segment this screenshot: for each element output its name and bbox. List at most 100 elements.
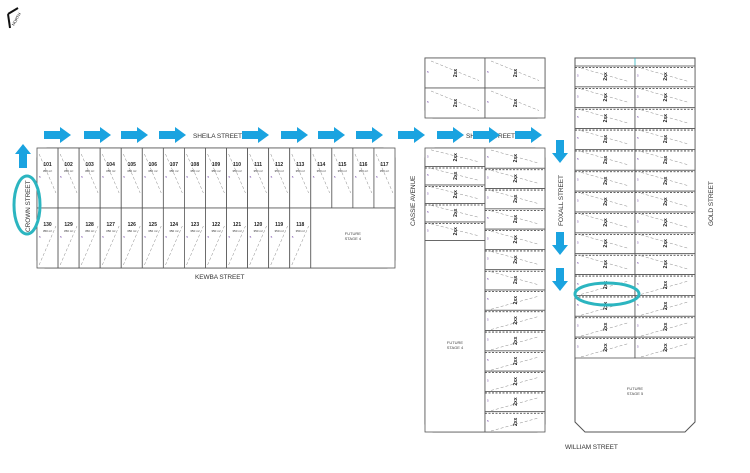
lot-dimension: 5 [144, 235, 146, 239]
lot-dimension: 5 [39, 235, 41, 239]
lot: 2xx 5 [574, 128, 636, 150]
lot-dimension: 5 [39, 175, 41, 179]
street-label-foxall: FOXALL STREET [558, 175, 565, 226]
contour-line [640, 322, 690, 337]
contour-line [580, 192, 630, 208]
future-stage-label: STAGE 4 [447, 345, 464, 350]
lot-number: 2xx [513, 69, 519, 78]
lot-dimension: 5 [186, 175, 188, 179]
lot-number: 2xx [453, 153, 459, 162]
contour-line [580, 213, 630, 228]
lot-area: 350 m² [338, 169, 347, 173]
lot-dimension: 5 [577, 199, 579, 203]
lot-number: 109 [212, 162, 221, 168]
lot-number: 2xx [603, 197, 609, 206]
lot-number: 2xx [513, 194, 519, 203]
contour-line [144, 225, 162, 266]
lot-number: 111 [254, 162, 262, 168]
contour-line [430, 60, 480, 81]
lot-dimension: 5 [271, 235, 273, 239]
lot-number: 2xx [603, 135, 609, 144]
lot-number: 101 [43, 162, 52, 168]
lot-dimension: 5 [271, 175, 273, 179]
street-label-kewba: KEWBA STREET [195, 274, 244, 281]
lot-number: 117 [380, 162, 388, 168]
lot-dimension: 5 [487, 216, 489, 220]
lot-dimension: 5 [637, 345, 639, 349]
lot-area: 350 m² [190, 229, 199, 233]
arrow-right-icon [84, 127, 111, 143]
lot-number: 2xx [663, 218, 669, 227]
contour-line [430, 149, 480, 163]
lot-dimension: 5 [487, 70, 489, 74]
lot-number: 2xx [603, 218, 609, 227]
lot-area: 350 m² [85, 229, 94, 233]
lot-dimension: 5 [577, 240, 579, 244]
contour-line [80, 225, 99, 266]
arrow-right-icon [318, 127, 345, 143]
lot-area: 350 m² [253, 169, 262, 173]
contour-line [186, 153, 204, 194]
lot-dimension: 5 [577, 115, 579, 119]
contour-line [580, 130, 630, 145]
lot-number: 119 [275, 222, 283, 228]
lot-dimension: 5 [637, 94, 639, 98]
street-label-crown: CROWN STREET [25, 180, 32, 232]
lot-dimension: 5 [60, 235, 62, 239]
contour-line [165, 225, 183, 266]
arrow-right-icon [473, 127, 500, 143]
lot-area: 350 m² [232, 229, 241, 233]
lot-dimension: 5 [102, 175, 104, 179]
lot-dimension: 5 [123, 175, 125, 179]
lot-dimension: 5 [487, 257, 489, 261]
contour-line [59, 225, 78, 266]
contour-line [490, 230, 540, 245]
lot-area: 350 m² [253, 229, 262, 233]
lot-dimension: 5 [292, 175, 294, 179]
lot-number: 102 [64, 162, 73, 168]
lot-dimension: 5 [487, 277, 489, 281]
lot-highlight [573, 281, 641, 307]
lot-number: 112 [275, 162, 283, 168]
contour-line [207, 153, 225, 194]
lot-area: 350 m² [296, 169, 305, 173]
contour-line [490, 376, 540, 391]
lot-area: 350 m² [380, 169, 389, 173]
future-stage-area [424, 240, 486, 433]
lot-number: 124 [170, 222, 179, 228]
lot-dimension: 5 [487, 175, 489, 179]
contour-line [490, 397, 540, 411]
contour-line [38, 153, 57, 194]
lot-number: 2xx [603, 155, 609, 164]
contour-line [123, 225, 141, 266]
lot-dimension: 5 [355, 175, 357, 179]
lot-area: 350 m² [275, 169, 284, 173]
lot-dimension: 5 [637, 136, 639, 140]
contour-line [580, 322, 630, 337]
lot-dimension: 5 [577, 94, 579, 98]
lot-dimension: 5 [427, 228, 429, 232]
